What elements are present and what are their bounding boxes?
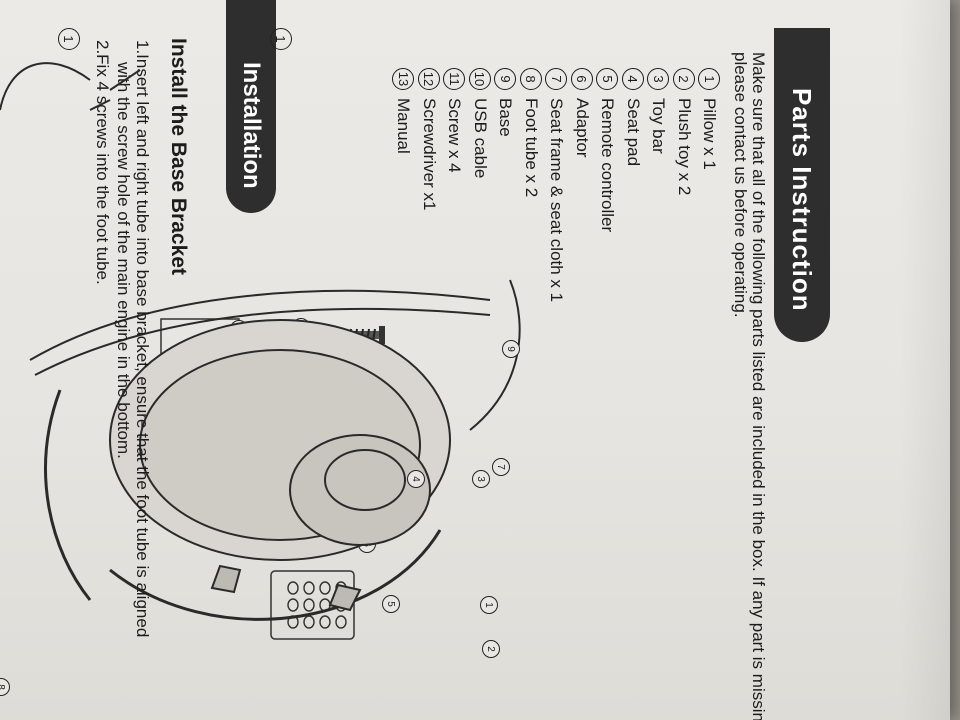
- part-number-badge: 10: [468, 68, 491, 90]
- base-bracket-figure: [0, 62, 141, 111]
- part-label: Base: [496, 98, 516, 137]
- part-number-badge: 11: [443, 68, 466, 90]
- part-number-badge: 7: [545, 68, 568, 90]
- part-label: Seat pad: [623, 98, 643, 167]
- part-number-badge: 12: [417, 68, 440, 90]
- callout-2: 2: [482, 640, 500, 658]
- callout-7: 7: [492, 458, 510, 476]
- part-label: Remote controller: [598, 98, 618, 233]
- part-label: Adaptor: [572, 98, 592, 158]
- part-number-badge: 8: [519, 68, 542, 90]
- part-number-badge: 3: [647, 68, 670, 90]
- part-number-badge: 2: [672, 68, 695, 90]
- parts-intro-line-2: please contact us before operating.: [731, 52, 750, 318]
- part-number-badge: 1: [698, 68, 721, 90]
- baby-rocker-illustration: [29, 279, 521, 621]
- part-label: Toy bar: [649, 98, 669, 154]
- part-label: Pillow x 1: [700, 98, 720, 170]
- part-label: Screw x 4: [445, 98, 465, 173]
- part-label: Seat frame & seat cloth x 1: [547, 98, 567, 303]
- part-number-badge: 6: [570, 68, 593, 90]
- page-edge-shadow: [900, 0, 950, 720]
- parts-instruction-title: Parts Instruction: [774, 58, 830, 342]
- part-label: Manual: [394, 98, 414, 154]
- part-number-badge: 4: [621, 68, 644, 90]
- callout-1: 1: [480, 596, 498, 614]
- parts-intro-line-1: Make sure that all of the following part…: [749, 52, 768, 720]
- part-number-badge: 13: [392, 68, 415, 90]
- part-label: Screwdriver x1: [419, 98, 439, 211]
- part-label: USB cable: [470, 98, 490, 179]
- part-number-badge: 5: [596, 68, 619, 90]
- callout-3: 3: [472, 470, 490, 488]
- part-label: Foot tube x 2: [521, 98, 541, 198]
- callout-9: 9: [502, 340, 520, 358]
- callout-4: 4: [407, 470, 425, 488]
- part-label: Plush toy x 2: [674, 98, 694, 196]
- part-number-badge: 9: [494, 68, 517, 90]
